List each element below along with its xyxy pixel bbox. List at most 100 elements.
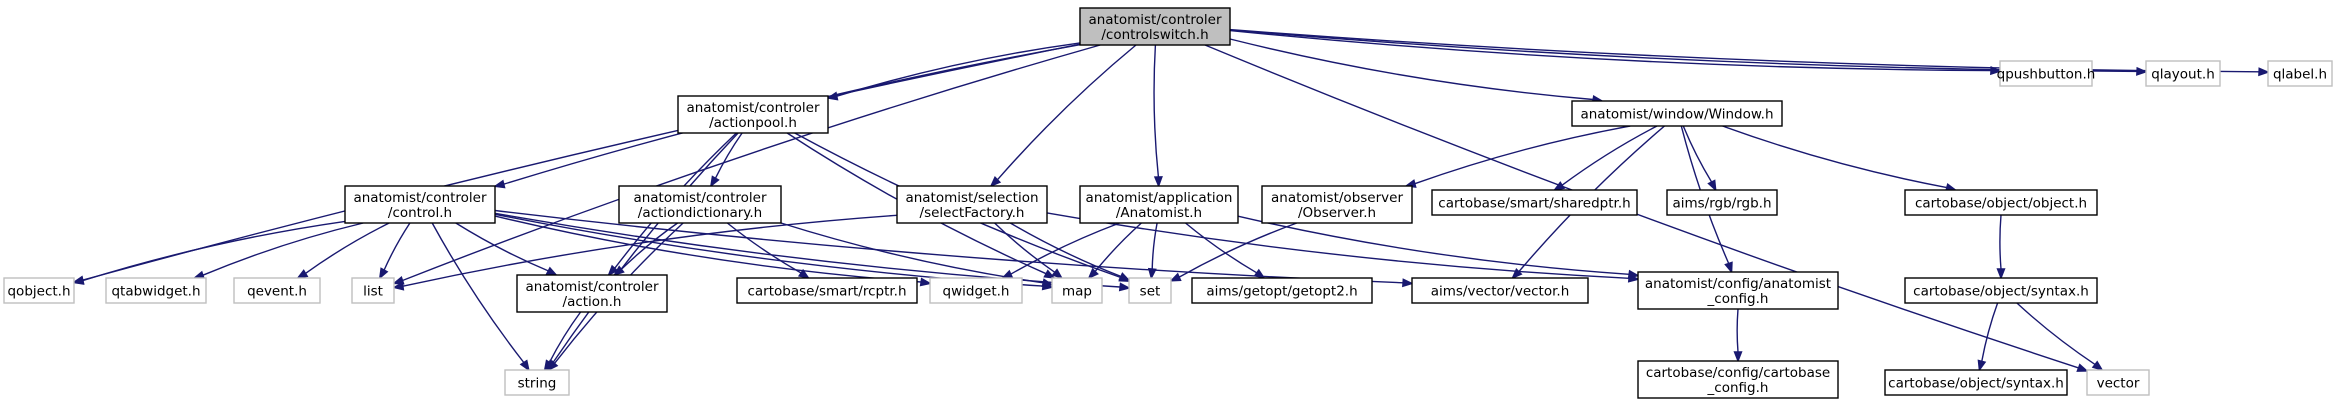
arrow-head-icon (392, 281, 405, 291)
node-box (1904, 277, 2098, 304)
arrow-head-icon (2136, 66, 2148, 76)
edge-controlswitch-to-qlabel (1229, 28, 2270, 77)
node-box (929, 277, 1023, 304)
node-syntax-h[interactable]: cartobase/object/syntax.h (1904, 277, 2098, 304)
node-label: cartobase/object/object.h (1915, 196, 2087, 212)
node-box (1637, 360, 1839, 399)
edge-line (431, 222, 525, 363)
edge-line (455, 222, 549, 272)
arrow-head-icon (826, 91, 839, 101)
node-box (1079, 7, 1231, 46)
node-anatomist-config[interactable]: anatomist/config/anatomist_config.h (1637, 271, 1839, 310)
node-vector: vector (2086, 369, 2150, 396)
edge-controlswitch-to-qobject (72, 43, 1081, 285)
node-box (1884, 369, 2068, 396)
arrow-head-icon (1733, 351, 1743, 363)
node-action[interactable]: anatomist/controler/action.h (516, 274, 668, 313)
arrow-head-icon (607, 264, 619, 277)
node-window[interactable]: anatomist/window/Window.h (1571, 100, 1783, 127)
edge-line (202, 222, 364, 276)
node-box (2086, 369, 2150, 396)
node-label: /Observer.h (1298, 205, 1376, 221)
node-anatomist[interactable]: anatomist/application/Anatomist.h (1079, 185, 1239, 224)
edge-line (726, 222, 802, 274)
node-label: anatomist/window/Window.h (1580, 107, 1773, 123)
node-qlabel: qlabel.h (2267, 60, 2333, 87)
arrow-head-icon (545, 266, 558, 276)
node-box (1666, 189, 1778, 216)
node-label: qpushbutton.h (1997, 67, 2096, 83)
node-string: string (504, 369, 570, 396)
node-cartobase-config[interactable]: cartobase/config/cartobase_config.h (1637, 360, 1839, 399)
node-label: _config.h (1707, 380, 1769, 396)
node-qpushbutton: qpushbutton.h (1997, 60, 2096, 87)
node-box (1999, 60, 2093, 87)
node-observer[interactable]: anatomist/observer/Observer.h (1261, 185, 1413, 224)
node-box (1904, 189, 2098, 216)
node-object[interactable]: cartobase/object/object.h (1904, 189, 2098, 216)
edge-line (494, 209, 1404, 284)
node-label: _config.h (1707, 291, 1769, 307)
node-syntax-h2[interactable]: cartobase/object/syntax.h (1884, 369, 2068, 396)
node-label: aims/vector/vector.h (1431, 284, 1570, 300)
arrow-head-icon (543, 359, 554, 372)
node-box (1051, 277, 1103, 304)
edge-control-to-qobject (72, 220, 346, 285)
node-selectfactory[interactable]: anatomist/selection/selectFactory.h (896, 185, 1048, 224)
node-label: qobject.h (7, 284, 70, 300)
node-label: vector (2097, 376, 2140, 392)
arrow-head-icon (1511, 267, 1523, 280)
arrow-head-icon (392, 276, 405, 285)
node-actionpool[interactable]: anatomist/controler/actionpool.h (677, 95, 829, 134)
node-aimsvector[interactable]: aims/vector/vector.h (1411, 277, 1589, 304)
edge-anatomist-to-map (1087, 222, 1142, 280)
edge-line (1981, 302, 1999, 362)
arrow-head-icon (296, 269, 309, 279)
node-label: set (1140, 284, 1161, 300)
arrow-head-icon (2076, 363, 2089, 372)
node-label: anatomist/config/anatomist (1645, 276, 1831, 292)
arrow-head-icon (1051, 268, 1064, 280)
node-sharedptr[interactable]: cartobase/smart/sharedptr.h (1431, 189, 1638, 216)
edge-syntax-h-to-syntax-h2 (1977, 302, 1999, 372)
arrow-head-icon (1118, 272, 1131, 282)
node-box (1431, 189, 1638, 216)
node-label: /actionpool.h (709, 115, 797, 131)
node-box (1261, 185, 1413, 224)
node-label: qtabwidget.h (111, 284, 200, 300)
node-box (2267, 60, 2333, 87)
node-box (3, 277, 75, 304)
edge-line (994, 222, 1056, 273)
node-rgb[interactable]: aims/rgb/rgb.h (1666, 189, 1778, 216)
node-getopt2[interactable]: aims/getopt/getopt2.h (1191, 277, 1373, 304)
edge-line (305, 222, 390, 274)
edge-controlswitch-to-anatomist (1153, 44, 1163, 188)
node-box (618, 185, 782, 224)
node-label: anatomist/controler (686, 100, 820, 116)
node-label: anatomist/controler (633, 190, 767, 206)
node-label: map (1062, 284, 1092, 300)
edge-line (1094, 222, 1142, 272)
edge-line (1151, 222, 1158, 270)
node-box (677, 95, 829, 134)
edge-line (714, 132, 743, 179)
node-box (233, 277, 321, 304)
node-rcptr[interactable]: cartobase/smart/rcptr.h (736, 277, 918, 304)
node-box (2145, 60, 2221, 87)
node-actiondictionary[interactable]: anatomist/controler/actiondictionary.h (618, 185, 782, 224)
arrow-head-icon (1552, 181, 1566, 192)
node-control[interactable]: anatomist/controler/control.h (344, 185, 496, 224)
arrow-head-icon (612, 265, 625, 277)
node-label: cartobase/object/syntax.h (1913, 284, 2089, 300)
node-box (1079, 185, 1239, 224)
node-label: qlabel.h (2273, 67, 2327, 83)
arrow-head-icon (1169, 272, 1182, 282)
edge-control-to-qwidget (494, 215, 932, 287)
node-label: anatomist/application (1086, 190, 1233, 206)
arrow-head-icon (1153, 176, 1163, 188)
node-label: anatomist/selection (905, 190, 1038, 206)
edge-line (1204, 44, 2079, 369)
edge-controlswitch-to-selectfactory (989, 44, 1137, 188)
edge-line (1046, 212, 1630, 279)
